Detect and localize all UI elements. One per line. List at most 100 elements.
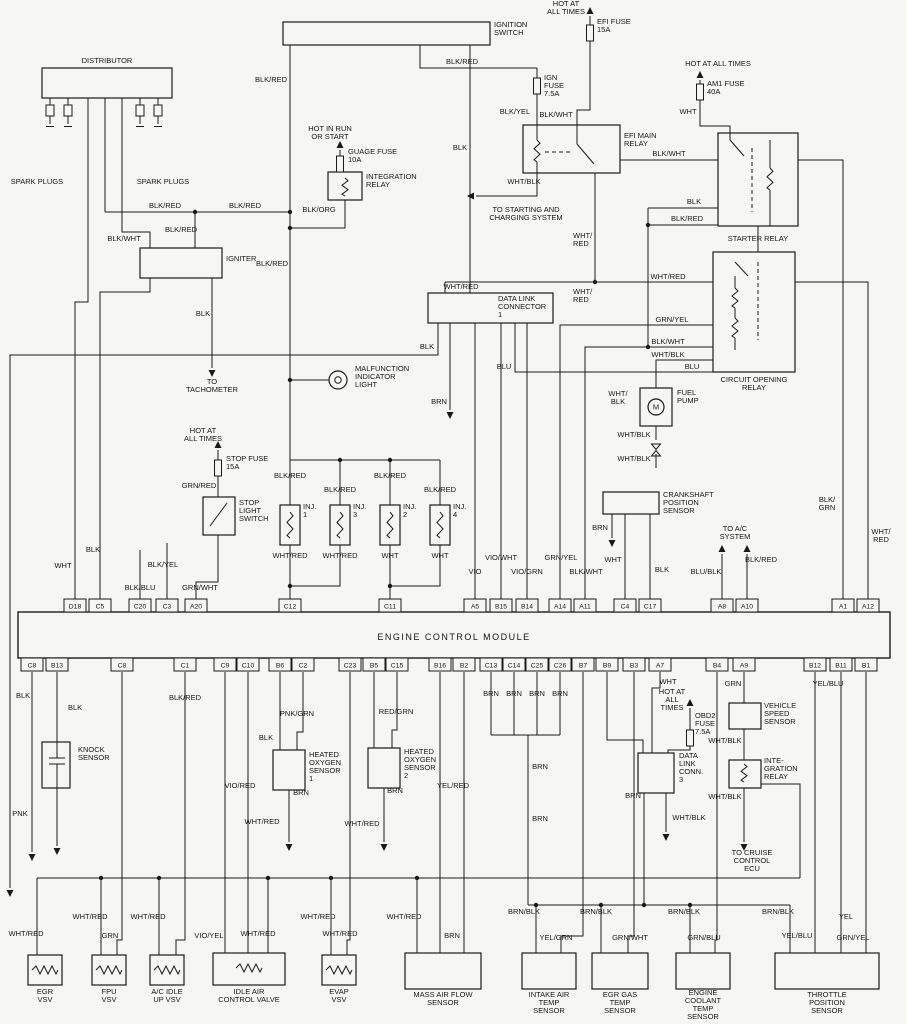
diagram-label: BRN — [444, 931, 460, 940]
junction-dot — [414, 875, 420, 881]
pin-C8 — [20, 657, 44, 672]
diagram-label: BLK/RED — [274, 471, 307, 480]
diagram-label: BLU/BLK — [691, 567, 722, 576]
wire — [761, 783, 801, 878]
diagram-label: BLU — [497, 362, 512, 371]
diagram-label: WHT/RED — [444, 282, 480, 291]
pin-B13 — [45, 657, 69, 672]
arrow-down-icon — [6, 890, 14, 897]
wire — [290, 545, 341, 587]
wire — [655, 359, 713, 388]
connector-icon — [650, 443, 662, 451]
arrow-down-icon — [285, 844, 293, 851]
diagram-label: GRN/WHT — [612, 933, 648, 942]
wire — [175, 672, 186, 955]
pin-C14 — [502, 657, 526, 672]
diagram-label: WHT/BLK — [617, 430, 650, 439]
pin-label-B11: B11 — [835, 663, 847, 670]
junction-dot — [287, 377, 293, 383]
diagram-label: BRN — [529, 689, 545, 698]
diagram-label: SPARK PLUGS — [11, 177, 63, 186]
pin-C13 — [479, 657, 503, 672]
arrow-up-icon — [718, 545, 726, 552]
pin-A9 — [732, 657, 756, 672]
wire — [391, 672, 398, 748]
connector-icon — [650, 449, 662, 457]
junction-dot — [641, 902, 647, 908]
junction-dot — [645, 344, 651, 350]
arrow-up-icon — [743, 545, 751, 552]
diagram-label: WHT/RED — [871, 527, 891, 544]
pin-A12 — [856, 598, 880, 613]
diagram-label: WHT — [604, 555, 621, 564]
junction-dot — [598, 902, 604, 908]
component-box-integration-relay-bottom — [728, 759, 762, 789]
diagram-label: INJ.4 — [453, 502, 466, 519]
fuse-icon — [696, 83, 704, 101]
pin-A1 — [831, 598, 855, 613]
component-box-stop-light-switch — [202, 496, 236, 536]
pin-label-C1: C1 — [181, 663, 190, 670]
pin-B4 — [705, 657, 729, 672]
arrow-up-icon — [696, 71, 704, 78]
pin-label-B6: B6 — [276, 663, 285, 670]
wire — [74, 98, 89, 599]
pin-label-B3: B3 — [630, 663, 639, 670]
wire — [296, 672, 304, 750]
arrow-up-icon — [686, 699, 694, 706]
component-box-engine-coolant-temp-sensor — [675, 952, 731, 990]
diagram-label: BLK/RED — [229, 201, 262, 210]
arrow-down-icon — [740, 844, 748, 851]
pin-label-C23: C23 — [344, 663, 357, 670]
wire — [714, 672, 718, 953]
diagram-label: BLK/GRN — [819, 495, 836, 512]
diagram-label: WHT/BLK — [507, 177, 540, 186]
component-box-injector-4 — [429, 504, 451, 546]
component-box-heated-oxygen-sensor-2 — [367, 747, 401, 789]
pin-label-B16: B16 — [434, 663, 446, 670]
wire — [729, 139, 745, 157]
diagram-label: GRN/WHT — [182, 583, 218, 592]
wire — [390, 545, 441, 587]
pin-C11 — [378, 598, 402, 613]
diagram-label: HOT AT ALL TIMES — [685, 59, 751, 68]
wire — [667, 746, 691, 753]
diagram-label: BLU — [685, 362, 700, 371]
diagram-label: YEL/BLU — [782, 931, 813, 940]
wire — [560, 672, 584, 953]
pin-label-C13: C13 — [485, 663, 498, 670]
diagram-label: WHT — [381, 551, 398, 560]
pin-label-C11: C11 — [384, 604, 396, 611]
wire — [346, 672, 351, 955]
component-box-evap-vsv — [321, 954, 357, 986]
coil-icon — [731, 317, 739, 339]
pin-C15 — [385, 657, 409, 672]
diagram-label: BLK/RED — [374, 471, 407, 480]
coil-icon — [731, 287, 739, 309]
diagram-label: VIO/YEL — [194, 931, 223, 940]
wire — [514, 323, 713, 373]
arrow-down-icon — [608, 540, 616, 547]
pin-label-C12: C12 — [284, 604, 297, 611]
pin-B1 — [854, 657, 878, 672]
wire — [734, 261, 749, 277]
solenoid-coil-icon — [325, 964, 353, 976]
diagram-label: YEL/BLU — [813, 679, 844, 688]
coil-icon — [336, 511, 344, 539]
diagram-label: BLK/WHT — [651, 337, 685, 346]
solenoid-coil-icon — [153, 964, 181, 976]
diagram-label: BLK/RED — [745, 555, 778, 564]
diagram-label: YEL — [839, 912, 853, 921]
arrow-up-icon — [586, 7, 594, 14]
